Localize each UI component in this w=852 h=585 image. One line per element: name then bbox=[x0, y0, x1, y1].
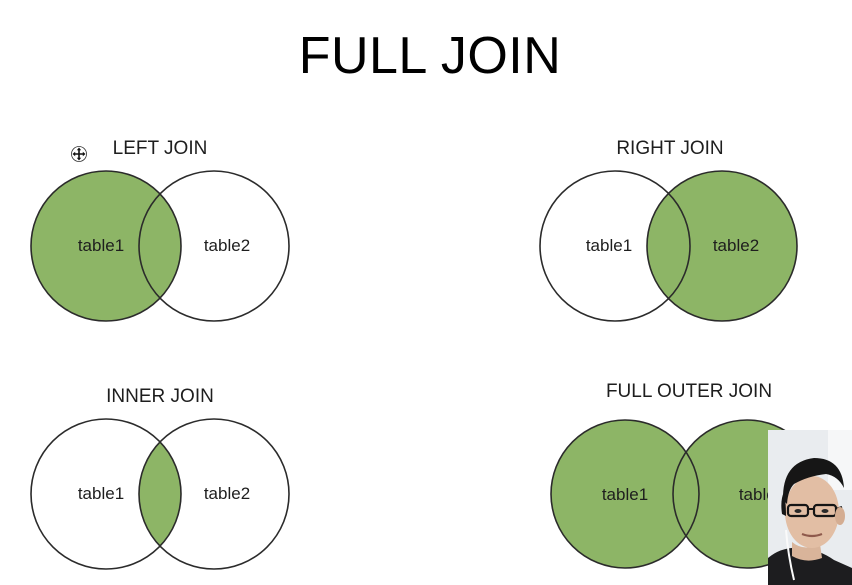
webcam-overlay bbox=[768, 430, 852, 585]
full-outer-join-title: FULL OUTER JOIN bbox=[606, 381, 772, 402]
page-title: FULL JOIN bbox=[298, 27, 562, 85]
right-join-title: RIGHT JOIN bbox=[616, 138, 723, 159]
right-join-diagram: RIGHT JOIN table1 table2 bbox=[539, 138, 798, 322]
right-join-table2-fill bbox=[647, 171, 797, 321]
right-join-table2-label: table2 bbox=[713, 236, 759, 255]
full-outer-join-diagram: FULL OUTER JOIN table1 table2 bbox=[550, 381, 822, 569]
right-join-table2-circle bbox=[646, 170, 798, 322]
inner-join-table1-label: table1 bbox=[78, 484, 124, 503]
left-join-table2-label: table2 bbox=[204, 236, 250, 255]
left-join-diagram: LEFT JOIN table1 table2 bbox=[30, 138, 290, 322]
presenter-video bbox=[768, 430, 852, 585]
right-join-table1-circle bbox=[539, 170, 691, 322]
inner-join-table1-circle bbox=[30, 418, 182, 570]
left-join-table1-label: table1 bbox=[78, 236, 124, 255]
inner-join-title: INNER JOIN bbox=[106, 386, 214, 407]
inner-join-table2-label: table2 bbox=[204, 484, 250, 503]
left-join-table1-circle bbox=[30, 170, 182, 322]
move-cursor-icon bbox=[71, 146, 87, 162]
right-join-table1-label: table1 bbox=[586, 236, 632, 255]
full-outer-join-table1-circle bbox=[550, 419, 700, 569]
left-join-table1-fill bbox=[31, 171, 181, 321]
inner-join-diagram: INNER JOIN table1 table2 bbox=[30, 386, 290, 570]
full-outer-join-table1-fill bbox=[551, 420, 699, 568]
inner-join-table2-circle bbox=[138, 418, 290, 570]
left-join-title: LEFT JOIN bbox=[113, 138, 208, 159]
left-join-table2-circle bbox=[138, 170, 290, 322]
full-outer-join-table1-label: table1 bbox=[602, 485, 648, 504]
